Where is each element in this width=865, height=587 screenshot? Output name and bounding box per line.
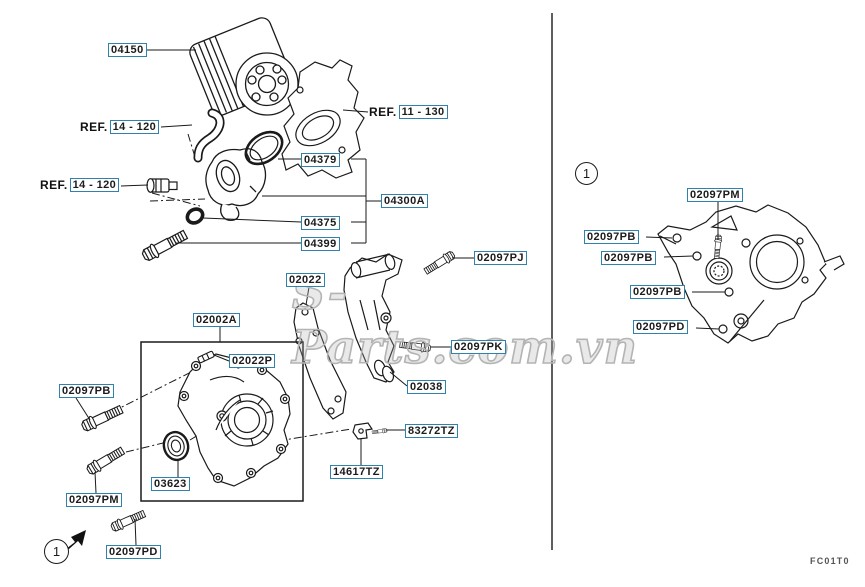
oring-04379-drawing — [244, 130, 284, 166]
bracket-drawing — [343, 253, 403, 383]
hose-drawing — [193, 108, 225, 163]
part-label-04375[interactable]: 04375 — [301, 216, 340, 230]
ref-code-14-120[interactable]: 14 - 120 — [69, 178, 120, 192]
part-label-02097pm-left[interactable]: 02097PM — [66, 493, 122, 507]
view-marker-number: 1 — [52, 544, 61, 559]
ref-label-14-120-top[interactable]: REF. 14 - 120 — [80, 120, 160, 134]
part-label-02097pb-right-1[interactable]: 02097PB — [584, 230, 639, 244]
part-label-02097pj[interactable]: 02097PJ — [474, 251, 527, 265]
gasket-drawing — [293, 302, 347, 420]
ref-prefix: REF. — [40, 178, 68, 192]
oil-seal-drawing — [162, 430, 190, 462]
ref-code-14-120[interactable]: 14 - 120 — [109, 120, 160, 134]
ref-prefix: REF. — [369, 105, 397, 119]
oring-04375-drawing — [185, 207, 205, 225]
view-marker-right: 1 — [575, 162, 598, 185]
front-case-drawing — [177, 353, 291, 487]
engine-block-drawing — [281, 59, 365, 179]
ref-prefix: REF. — [80, 120, 108, 134]
leader-lines — [75, 49, 725, 546]
front-case-box — [140, 341, 304, 502]
part-label-02022p[interactable]: 02022P — [229, 354, 276, 368]
bolt-04399-drawing — [139, 227, 190, 264]
ref-code-11-130[interactable]: 11 - 130 — [398, 105, 448, 119]
part-label-02097pk[interactable]: 02097PK — [451, 340, 506, 354]
bolt-02097pm-left-drawing — [84, 444, 127, 477]
part-label-83272tz[interactable]: 83272TZ — [405, 424, 458, 438]
view-marker-number: 1 — [582, 166, 591, 181]
part-label-02097pb-left[interactable]: 02097PB — [59, 384, 114, 398]
part-label-04150[interactable]: 04150 — [108, 43, 147, 57]
part-label-14617tz[interactable]: 14617TZ — [330, 465, 383, 479]
view-marker-bottom-left: 1 — [44, 539, 69, 564]
figure-code: FC01T0 — [810, 556, 850, 566]
ref-label-11-130[interactable]: REF. 11 - 130 — [369, 105, 448, 119]
part-label-02097pb-right-3[interactable]: 02097PB — [630, 285, 685, 299]
bolt-02097pb-left-drawing — [79, 402, 125, 434]
part-label-02097pm-right[interactable]: 02097PM — [687, 188, 743, 202]
watermark-text: S-Parts.com.vn — [291, 265, 639, 375]
part-label-02097pd-left[interactable]: 02097PD — [106, 545, 161, 559]
union-fitting-drawing — [146, 178, 178, 193]
part-label-02002a[interactable]: 02002A — [193, 313, 240, 327]
screw-83272tz-drawing — [371, 427, 388, 435]
part-label-04379[interactable]: 04379 — [301, 153, 340, 167]
dowel-pin-drawing — [197, 350, 215, 364]
part-label-03623[interactable]: 03623 — [151, 477, 190, 491]
left-bolts — [79, 402, 147, 534]
direction-arrow-icon — [66, 530, 86, 549]
part-label-04300a[interactable]: 04300A — [381, 194, 428, 208]
clip-drawing — [352, 422, 374, 440]
bolt-02097pd-left-drawing — [109, 508, 147, 534]
part-label-02097pb-right-2[interactable]: 02097PB — [601, 251, 656, 265]
oil-filter-drawing — [189, 17, 299, 116]
part-label-02038[interactable]: 02038 — [407, 380, 446, 394]
ref-label-14-120-bottom[interactable]: REF. 14 - 120 — [40, 178, 120, 192]
part-label-02022[interactable]: 02022 — [286, 273, 325, 287]
part-label-04399[interactable]: 04399 — [301, 237, 340, 251]
part-label-02097pd-right[interactable]: 02097PD — [633, 320, 688, 334]
